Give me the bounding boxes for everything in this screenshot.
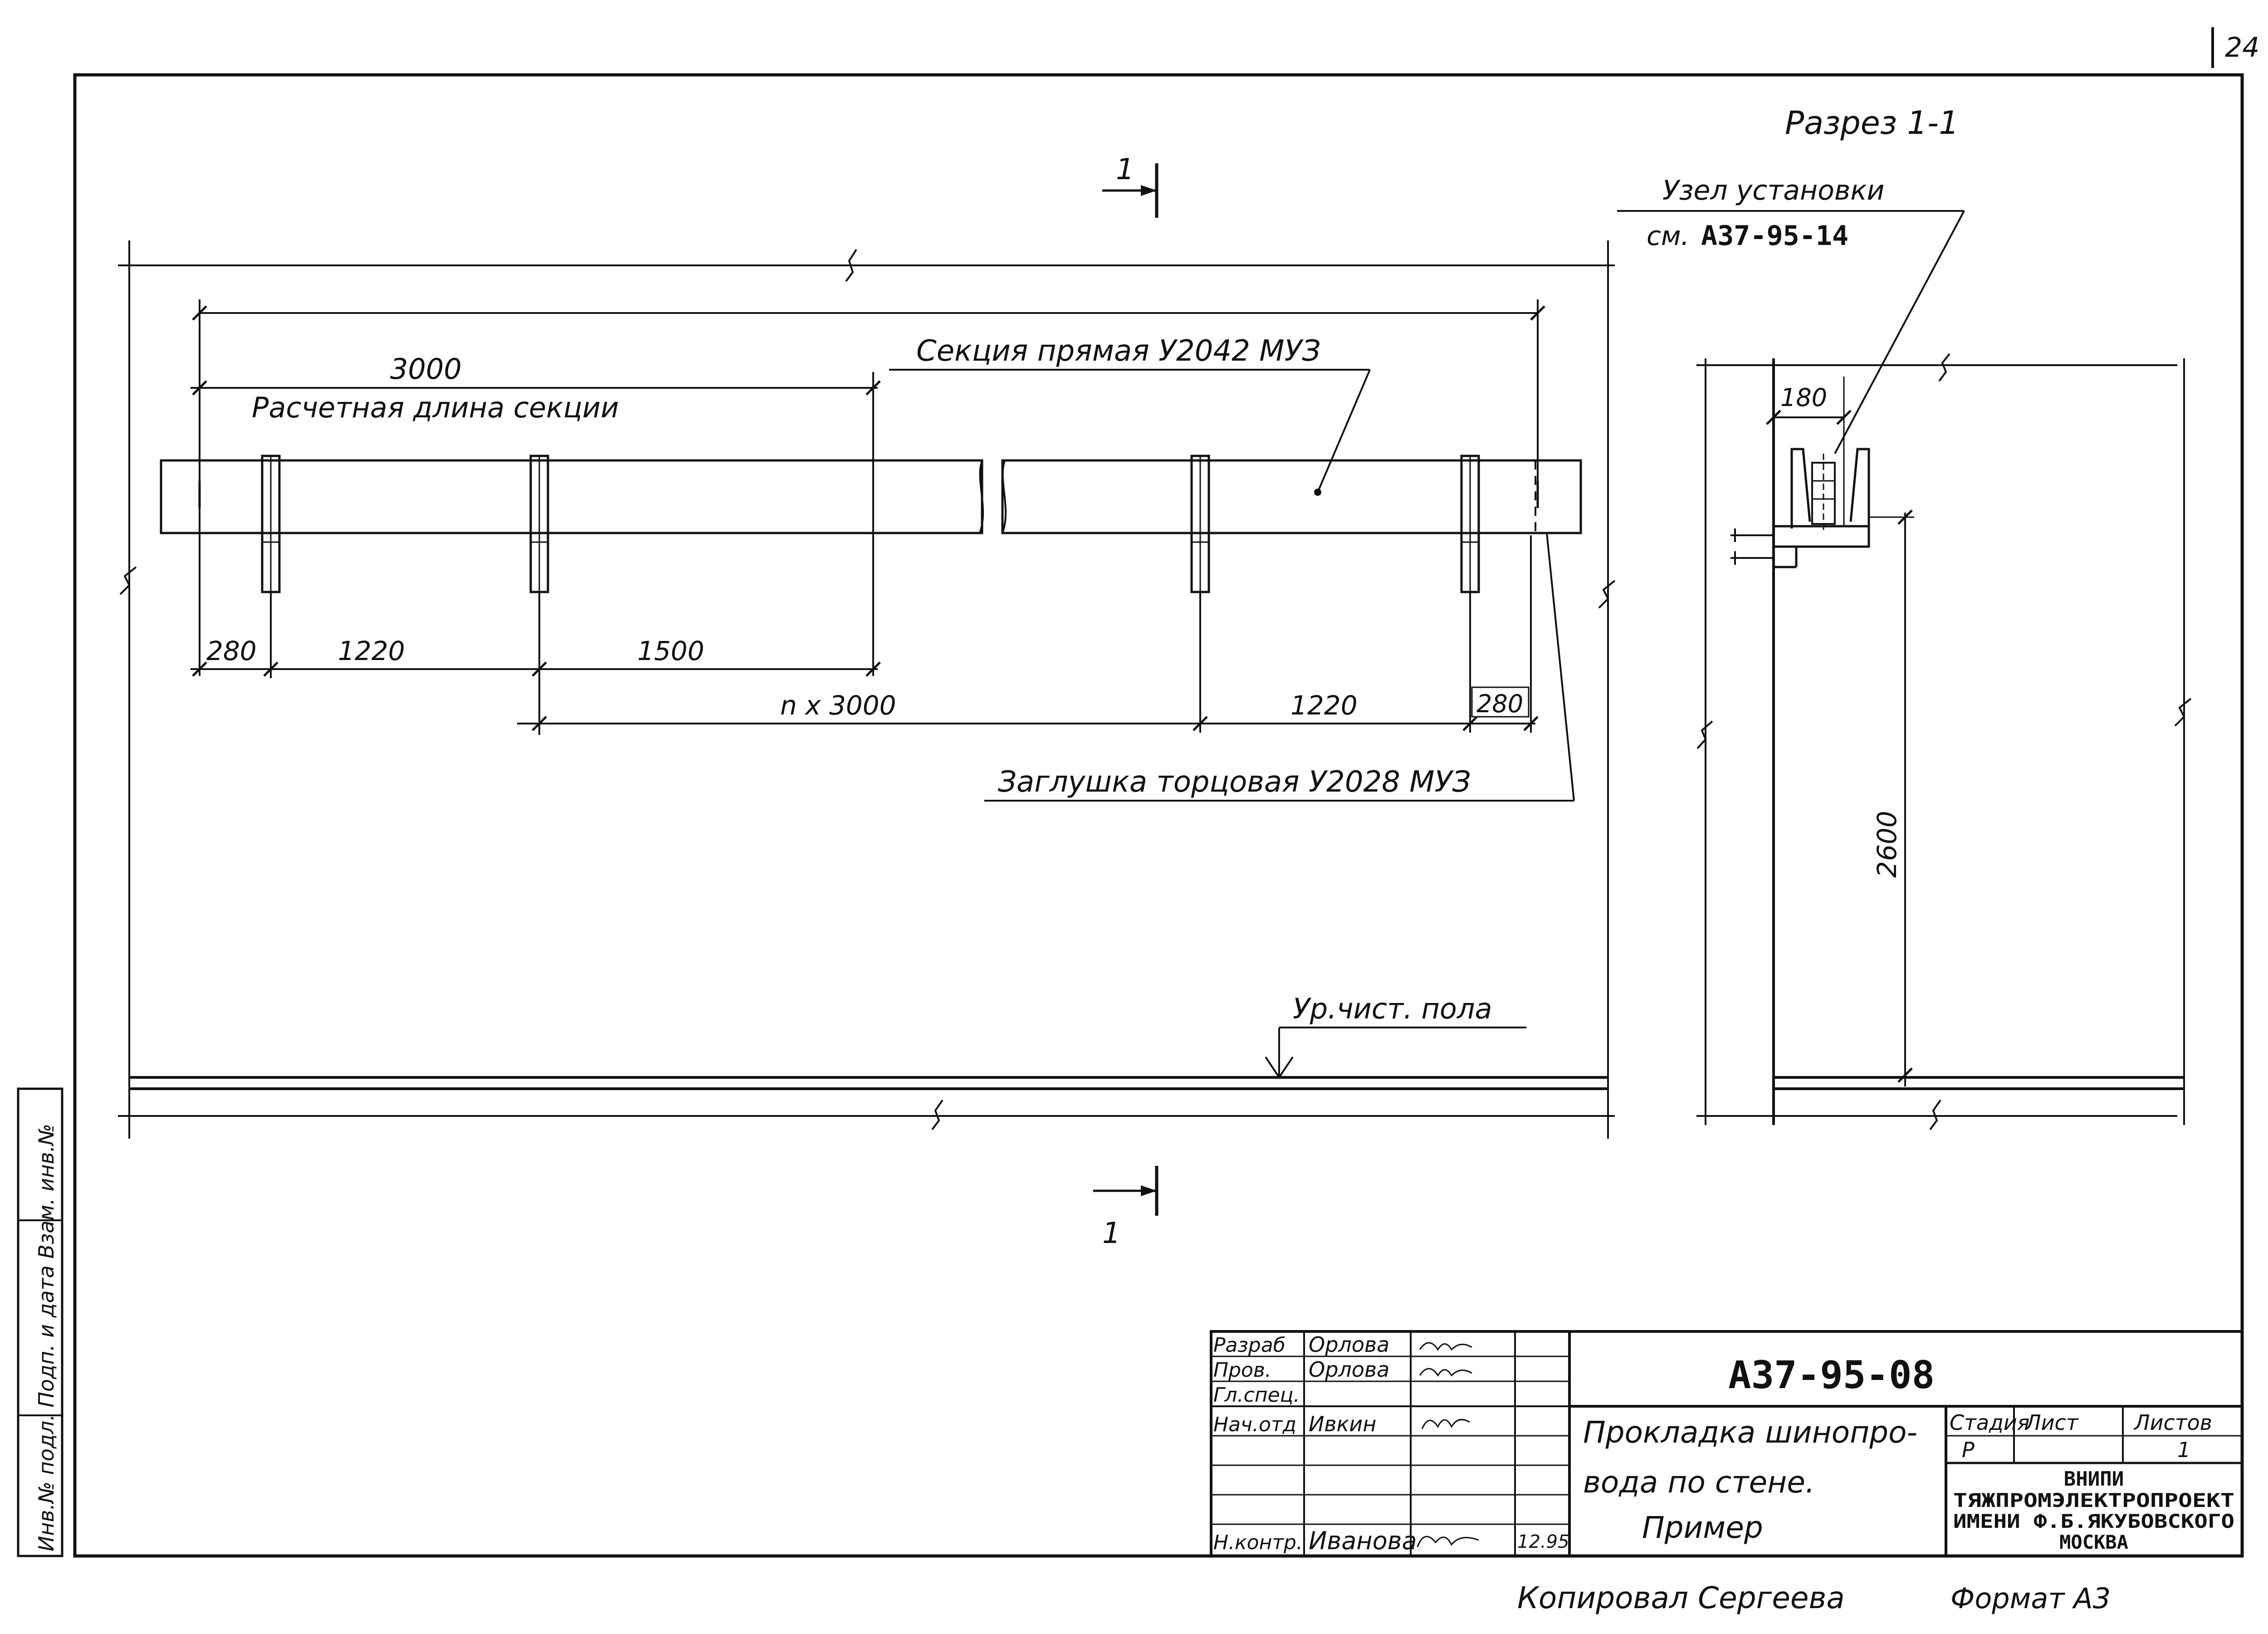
- signature: [1417, 1536, 1479, 1547]
- bracket: [261, 455, 281, 593]
- break-mark: [1929, 1099, 1941, 1130]
- dim-1220-left: 1220: [338, 636, 405, 666]
- org-line-2: ТЯЖПРОМЭЛЕКТРОПРОЕКТ: [1953, 1489, 2234, 1512]
- signature: [1421, 1419, 1470, 1429]
- break-mark: [845, 249, 857, 282]
- break-mark: [119, 566, 137, 595]
- drawing-frame: [73, 73, 2244, 1558]
- dim-180: 180: [1780, 383, 1827, 412]
- col-sheet: Лист: [2024, 1410, 2079, 1435]
- title-block: Разраб Пров. Гл.спец. Нач.отд Н.контр. О…: [1210, 1330, 2244, 1557]
- break-mark: [1938, 353, 1950, 382]
- dim-1220-right: 1220: [1290, 690, 1358, 721]
- name-checker: Орлова: [1309, 1357, 1389, 1382]
- break-mark: [1696, 720, 1713, 749]
- break-mark: [931, 1099, 943, 1130]
- dim-2600: 2600: [1872, 811, 1902, 878]
- sheets-value: 1: [2177, 1438, 2190, 1462]
- signature: [1419, 1342, 1472, 1351]
- break-mark: [2174, 698, 2192, 727]
- doc-code: А37-95-08: [1728, 1353, 1935, 1397]
- title-line-1: Прокладка шинопро-: [1583, 1415, 1917, 1450]
- design-length-label: Расчетная длина секции: [252, 391, 619, 424]
- col-sheets: Листов: [2133, 1410, 2212, 1435]
- section-view: Разрез 1-1 Узел установки см. А37-95-14 …: [1617, 104, 2192, 1130]
- mounting-node: [1730, 448, 1870, 568]
- section-mark-bottom: 1: [1102, 1217, 1121, 1250]
- role-norm-control: Н.контр.: [1213, 1531, 1303, 1554]
- mount-note-ref: А37-95-14: [1701, 220, 1848, 252]
- busbar-right-segment: [1001, 459, 1582, 534]
- dim-3000: 3000: [390, 352, 462, 386]
- side-stamp-text: Инв.№ подл. Подп. и дата Взам. инв.№: [34, 1124, 59, 1551]
- role-dept-head: Нач.отд: [1213, 1413, 1296, 1436]
- date-text: 12.95: [1517, 1531, 1569, 1552]
- section-mark-top: 1: [1116, 153, 1134, 186]
- dim-280-right: 280: [1476, 690, 1523, 718]
- break-mark: [1598, 580, 1616, 609]
- straight-section-label: Секция прямая У2042 МУЗ: [916, 334, 1321, 368]
- name-norm-control: Иванова: [1309, 1526, 1417, 1555]
- busbar-left-segment: [160, 459, 983, 534]
- dim-280-left: 280: [206, 636, 257, 666]
- title-line-3: Пример: [1642, 1510, 1763, 1545]
- role-developer: Разраб: [1213, 1334, 1286, 1357]
- signature: [1419, 1368, 1472, 1377]
- floor-level-label: Ур.чист. пола: [1293, 992, 1492, 1025]
- format-label: Формат А3: [1950, 1582, 2111, 1615]
- name-dept-head: Ивкин: [1309, 1412, 1376, 1436]
- title-line-2: вода по стене.: [1583, 1465, 1815, 1500]
- bracket: [529, 455, 549, 593]
- front-view: 1 1 3000 Расчетная длина секции: [118, 153, 1616, 1250]
- page-number: 24: [2225, 32, 2259, 64]
- dim-1500: 1500: [637, 636, 704, 666]
- org-line-4: МОСКВА: [2059, 1531, 2128, 1553]
- end-cap-label: Заглушка торцовая У2028 МУЗ: [998, 765, 1471, 799]
- mount-note-prefix: см.: [1647, 220, 1689, 251]
- section-title: Разрез 1-1: [1785, 104, 1959, 142]
- side-stamp: Инв.№ подл. Подп. и дата Взам. инв.№: [17, 1087, 64, 1557]
- bracket: [1190, 455, 1210, 593]
- copied-by: Копировал Сергеева: [1517, 1580, 1845, 1615]
- col-stage: Стадия: [1950, 1410, 2029, 1435]
- role-chief-specialist: Гл.спец.: [1213, 1384, 1300, 1407]
- mount-note-line1: Узел установки: [1662, 175, 1885, 206]
- role-checker: Пров.: [1213, 1359, 1271, 1382]
- name-developer: Орлова: [1309, 1332, 1389, 1357]
- org-line-3: ИМЕНИ Ф.Б.ЯКУБОВСКОГО: [1953, 1510, 2234, 1532]
- org-line-1: ВНИПИ: [2064, 1468, 2124, 1491]
- bracket: [1460, 455, 1480, 593]
- stage-value: Р: [1962, 1438, 1975, 1462]
- dim-n-x-3000: n x 3000: [780, 690, 896, 721]
